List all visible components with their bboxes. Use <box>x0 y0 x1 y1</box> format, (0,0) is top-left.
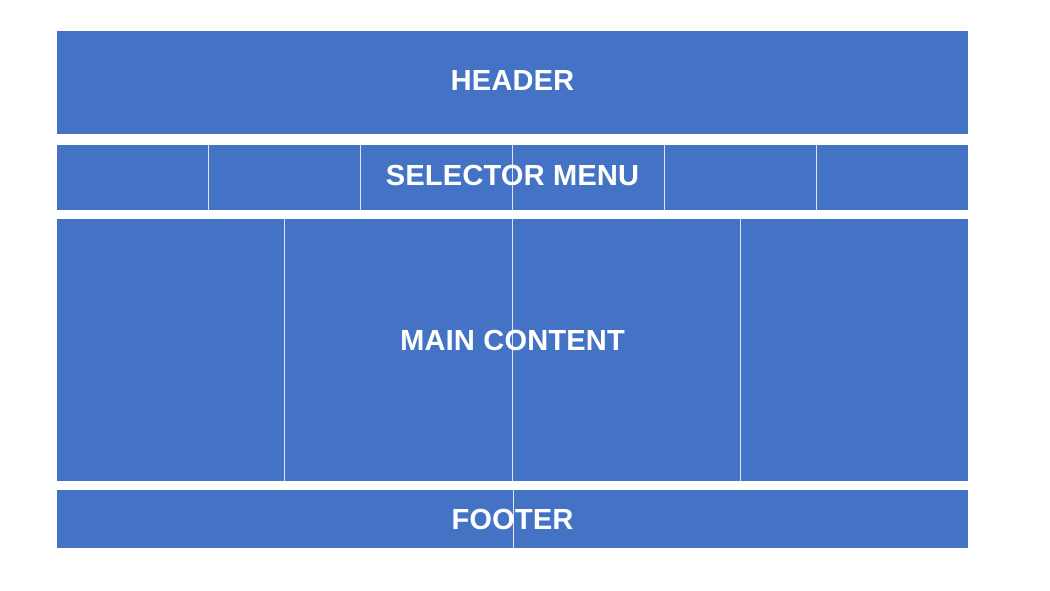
main-content-divider <box>740 219 741 481</box>
main-content-divider <box>512 219 513 481</box>
header-block: HEADER <box>57 31 968 134</box>
selector-menu-label: SELECTOR MENU <box>385 160 640 192</box>
main-content-divider <box>284 219 285 481</box>
header-label: HEADER <box>450 65 575 97</box>
main-content-label: MAIN CONTENT <box>400 325 625 357</box>
selector-divider <box>360 145 361 210</box>
footer-block: FOOTER <box>57 490 968 548</box>
footer-divider <box>513 490 514 548</box>
main-content-block: MAIN CONTENT <box>57 219 968 481</box>
selector-divider <box>208 145 209 210</box>
selector-menu-block: SELECTOR MENU <box>57 145 968 210</box>
footer-label: FOOTER <box>451 504 574 536</box>
selector-divider <box>816 145 817 210</box>
selector-divider <box>664 145 665 210</box>
selector-divider <box>512 145 513 210</box>
